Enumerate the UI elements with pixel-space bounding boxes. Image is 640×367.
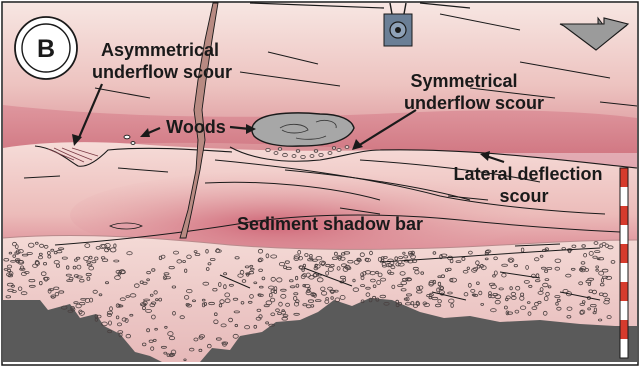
woods-log [252,113,354,146]
small-lens [110,223,142,229]
lateral-deflection-label-line1: Lateral deflection [453,164,602,184]
scale-bar-icon [620,168,628,358]
asymmetrical-scour-label-line1: Asymmetrical [101,40,219,60]
asymmetrical-scour-label-line2: underflow scour [92,62,232,82]
panel-badge: B [15,17,77,79]
symmetrical-scour-label-line1: Symmetrical [410,71,517,91]
sediment-shadow-bar-label: Sediment shadow bar [237,214,423,234]
woods-label: Woods [166,117,226,137]
panel-letter: B [37,35,55,63]
lateral-deflection-label-line2: scour [499,186,548,206]
symmetrical-scour-label-line2: underflow scour [404,93,544,113]
